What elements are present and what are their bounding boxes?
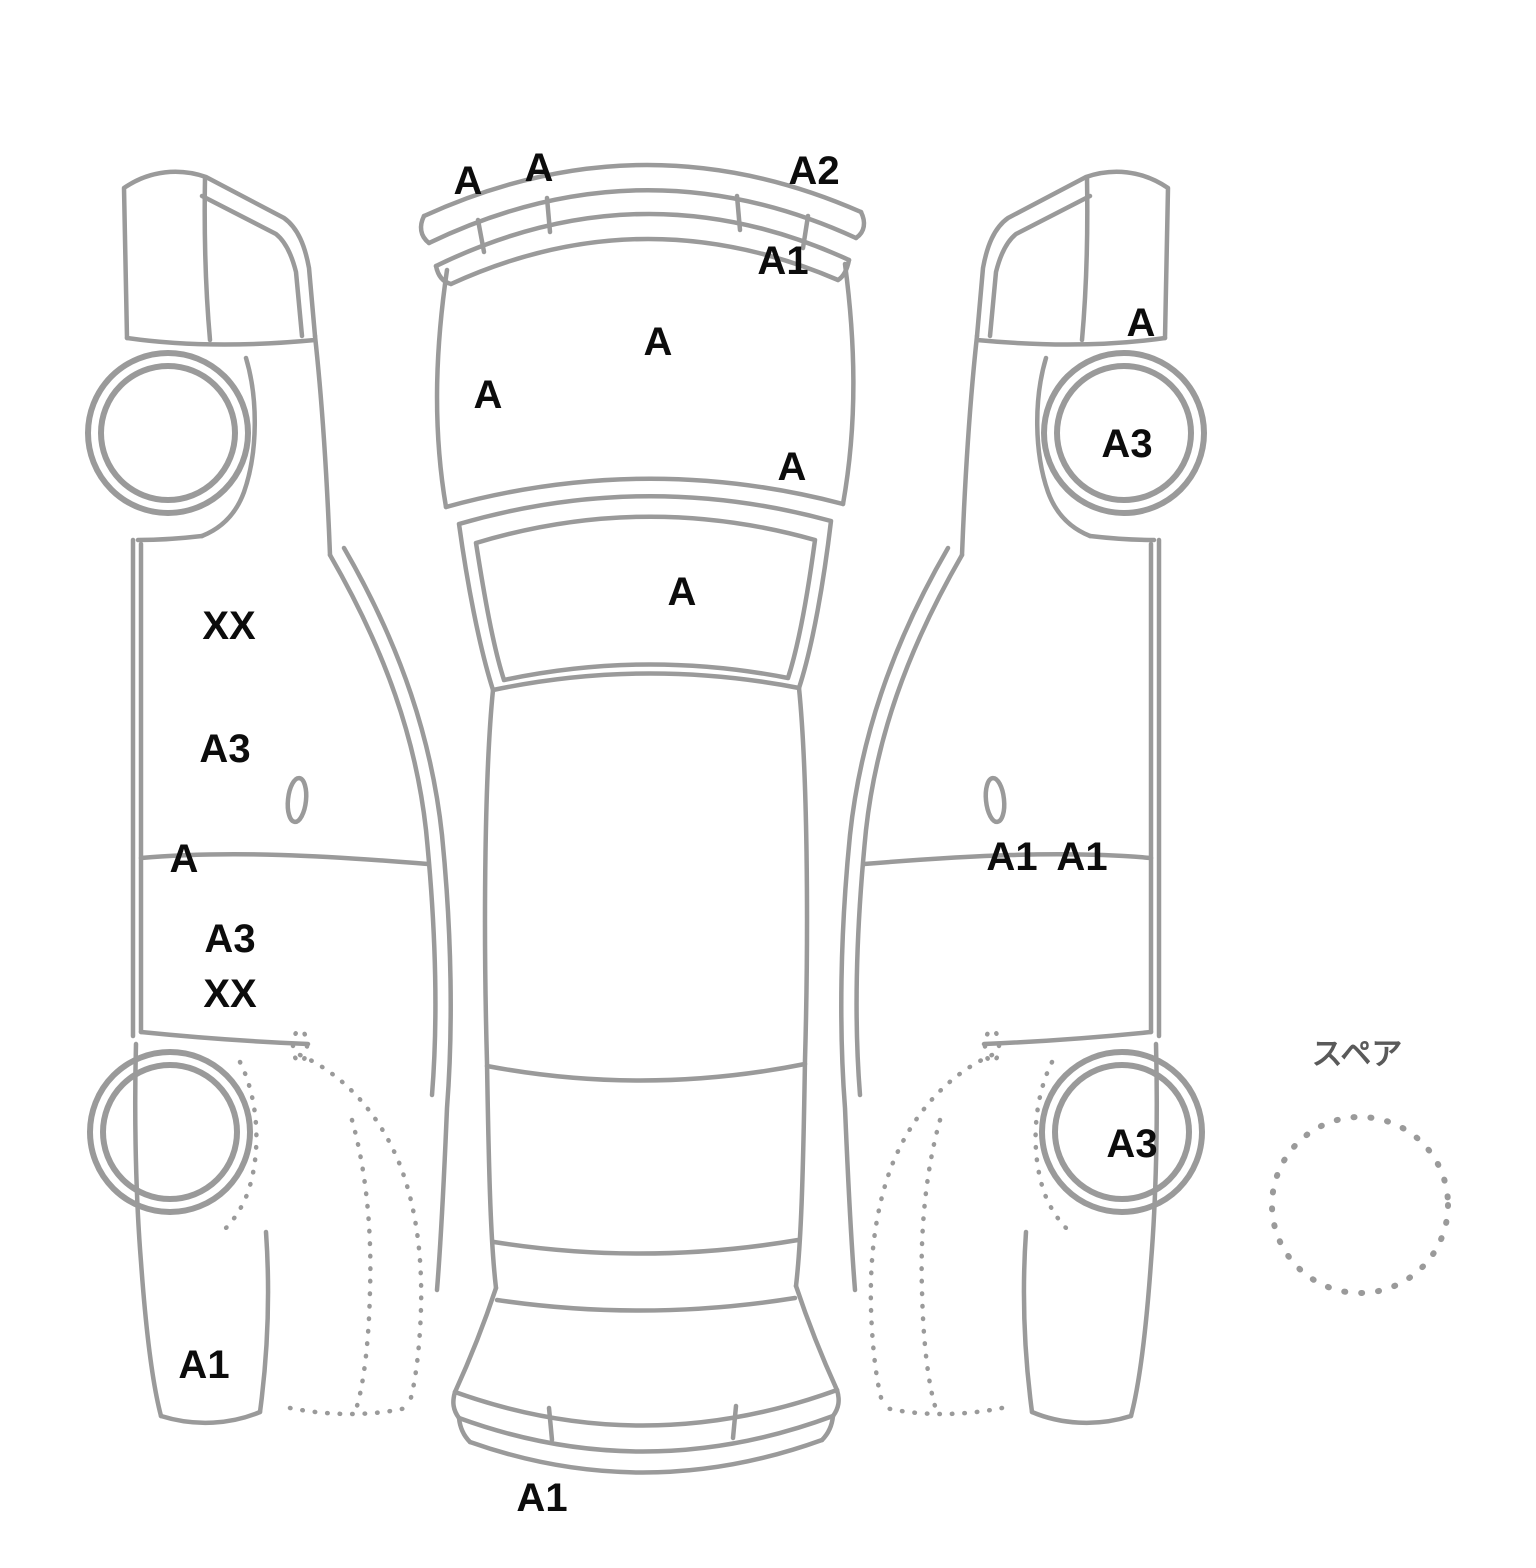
spare-tire <box>1269 1114 1451 1296</box>
rear-wheel <box>87 1049 253 1215</box>
front-wheel <box>85 350 251 516</box>
side-view-left <box>85 169 453 1426</box>
side-view-right <box>841 172 1204 1423</box>
top-view-outline <box>418 162 867 1475</box>
door-handle <box>285 775 309 825</box>
spare-tire-circle <box>1269 1114 1451 1296</box>
spare-label: スペア <box>1311 1036 1403 1072</box>
far-side-dotted-lines <box>221 1027 424 1417</box>
wheels <box>85 350 253 1215</box>
